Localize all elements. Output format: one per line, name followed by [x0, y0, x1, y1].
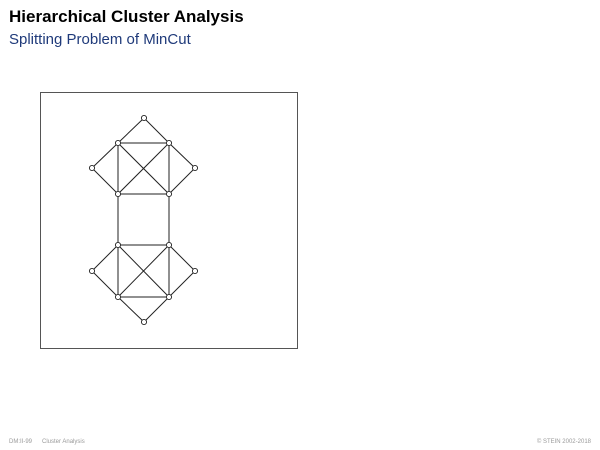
- node-upper-left-square: [114, 139, 122, 147]
- diagram-frame: [40, 92, 298, 349]
- node-lower-right-wing: [191, 267, 199, 275]
- edge-lower-top-right-to-lower-bottom-left: [117, 244, 170, 298]
- edge-upper-right-square-to-upper-bottom-left: [117, 142, 170, 195]
- node-top-apex: [140, 114, 148, 122]
- footer-section: Cluster Analysis: [42, 439, 85, 445]
- graph-nodes: [88, 114, 199, 326]
- edge-lower-bottom-left-to-bottom-apex: [117, 296, 145, 323]
- node-lower-top-left: [114, 241, 122, 249]
- slide-title: Hierarchical Cluster Analysis: [9, 7, 244, 26]
- edge-lower-top-right-to-lower-right-wing: [168, 244, 196, 272]
- edge-top-apex-to-upper-right-square: [143, 117, 170, 144]
- node-upper-left-wing: [88, 164, 96, 172]
- footer-slide-id: DM:II-99: [9, 439, 33, 445]
- edge-upper-right-square-to-upper-right-wing: [168, 142, 196, 169]
- footer-copyright: © STEIN 2002-2018: [536, 439, 591, 445]
- node-lower-left-wing: [88, 267, 96, 275]
- node-upper-bottom-right: [165, 190, 173, 198]
- footer-left: DM:II-99 Cluster Analysis: [9, 439, 85, 445]
- edge-upper-left-wing-to-upper-bottom-left: [91, 167, 119, 195]
- edge-lower-left-wing-to-lower-bottom-left: [91, 270, 119, 298]
- node-lower-bottom-right: [165, 293, 173, 301]
- edge-upper-left-square-to-upper-left-wing: [91, 142, 119, 169]
- node-upper-bottom-left: [114, 190, 122, 198]
- edge-upper-right-wing-to-upper-bottom-right: [168, 167, 196, 195]
- node-upper-right-square: [165, 139, 173, 147]
- edge-top-apex-to-upper-left-square: [117, 117, 145, 144]
- slide-subtitle: Splitting Problem of MinCut: [9, 31, 191, 48]
- node-upper-right-wing: [191, 164, 199, 172]
- node-lower-bottom-left: [114, 293, 122, 301]
- node-lower-top-right: [165, 241, 173, 249]
- edge-lower-right-wing-to-lower-bottom-right: [168, 270, 196, 298]
- edge-lower-bottom-right-to-bottom-apex: [143, 296, 170, 323]
- node-bottom-apex: [140, 318, 148, 326]
- graph-edges: [91, 117, 196, 323]
- edge-lower-top-left-to-lower-left-wing: [91, 244, 119, 272]
